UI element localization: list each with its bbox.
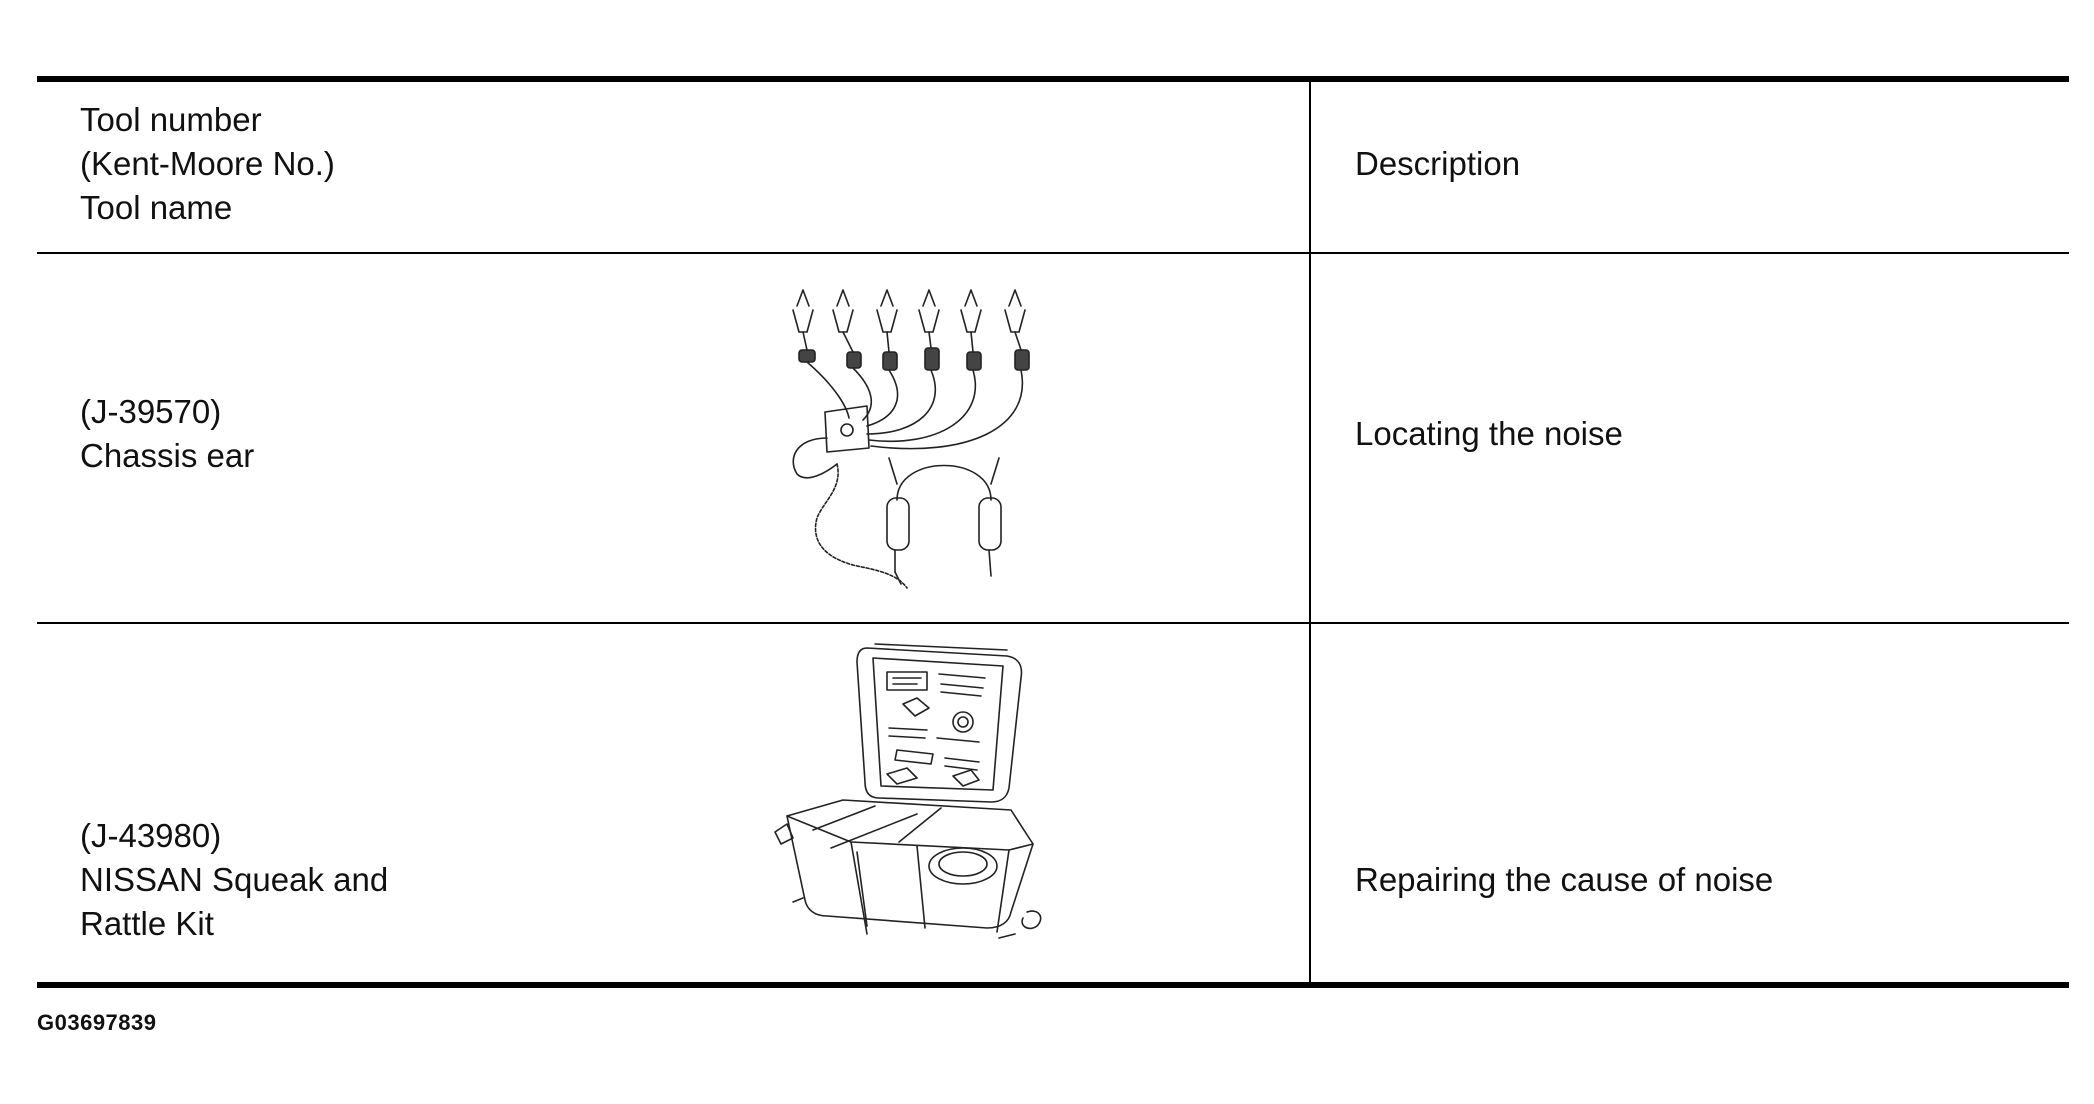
clip-icon (792, 289, 1026, 333)
header-description-cell: Description (1355, 142, 1520, 186)
header-description-label: Description (1355, 145, 1521, 182)
special-tools-table: Tool number (Kent-Moore No.) Tool name D… (37, 76, 2069, 988)
tool-name-continued: Rattle Kit (80, 905, 214, 942)
table-row: (J-43980) NISSAN Squeak and Rattle Kit (37, 626, 2069, 988)
table-row: (J-39570) Chassis ear (37, 254, 2069, 624)
tool-name: Chassis ear (80, 437, 255, 474)
headphones-icon (886, 457, 1002, 585)
header-tool-cell: Tool number (Kent-Moore No.) Tool name (80, 98, 335, 230)
tool-name: NISSAN Squeak and (80, 861, 389, 898)
tool-number: (J-43980) (80, 817, 222, 854)
tool-cell: (J-43980) NISSAN Squeak and Rattle Kit (80, 814, 388, 946)
description-cell: Locating the noise (1355, 412, 1623, 456)
tool-number: (J-39570) (80, 393, 222, 430)
tool-description: Locating the noise (1355, 415, 1623, 452)
table-header-row: Tool number (Kent-Moore No.) Tool name D… (37, 82, 2069, 254)
header-kent-moore-label: (Kent-Moore No.) (80, 145, 335, 182)
column-divider (1309, 82, 1311, 982)
chassis-ear-illustration (792, 289, 1030, 589)
header-tool-number-label: Tool number (80, 101, 262, 138)
tool-cell: (J-39570) Chassis ear (80, 390, 254, 478)
figure-id: G03697839 (37, 1010, 157, 1035)
squeak-rattle-kit-illustration (774, 643, 1042, 939)
description-cell: Repairing the cause of noise (1355, 858, 1773, 902)
tool-description: Repairing the cause of noise (1355, 861, 1774, 898)
header-tool-name-label: Tool name (80, 189, 233, 226)
